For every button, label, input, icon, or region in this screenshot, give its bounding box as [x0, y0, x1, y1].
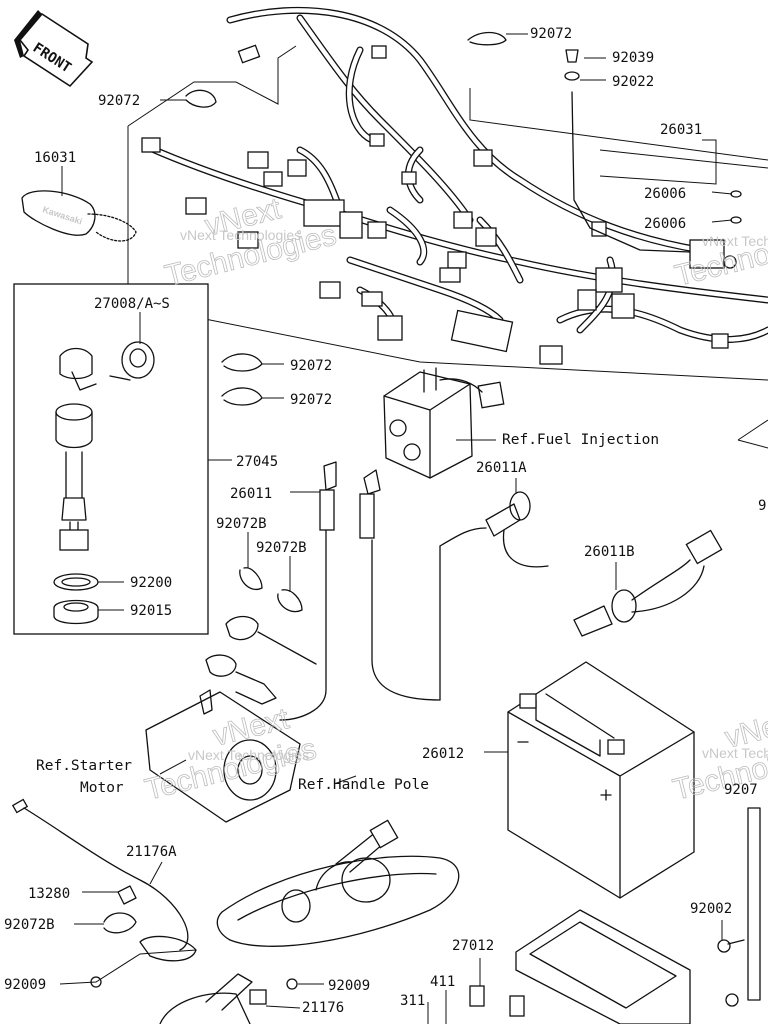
label-92072-left: 92072	[98, 93, 140, 109]
svg-text:vNext Technologies: vNext Technologies	[702, 745, 768, 761]
label-ref-starter: Ref.Starter	[36, 758, 132, 774]
label-26012: 26012	[422, 746, 464, 762]
key-float-icon: Kawasaki	[21, 190, 137, 242]
label-13280: 13280	[28, 886, 70, 902]
label-27045: 27045	[236, 454, 278, 470]
leader-lines	[59, 33, 733, 1024]
stop-switch-icon	[159, 973, 298, 1024]
label-27008: 27008/A~S	[94, 296, 170, 312]
label-21176: 21176	[302, 1000, 344, 1016]
label-92072-mid-a: 92072	[290, 358, 332, 374]
label-cut-9: 9	[758, 498, 766, 514]
label-92072-top: 92072	[530, 26, 572, 42]
svg-text:vNext Technologies: vNext Technologies	[702, 233, 768, 249]
battery-case-icon	[469, 909, 691, 1024]
label-ref-handle-pole: Ref.Handle Pole	[298, 777, 429, 793]
label-26011B: 26011B	[584, 544, 635, 560]
starter-motor-icon	[145, 615, 317, 823]
label-92072B-a: 92072B	[216, 516, 267, 532]
label-92072-mid-b: 92072	[290, 392, 332, 408]
label-16031: 16031	[34, 150, 76, 166]
front-arrow-icon: FRONT	[14, 10, 94, 88]
label-92072B-c: 92072B	[4, 917, 55, 933]
part-labels: 92072 92039 92022 92072 26031 16031 2600…	[4, 26, 766, 1016]
label-92015: 92015	[130, 603, 172, 619]
label-26011: 26011	[230, 486, 272, 502]
label-27012: 27012	[452, 938, 494, 954]
svg-text:vNext Technologies: vNext Technologies	[188, 747, 309, 763]
label-21176A: 21176A	[126, 844, 177, 860]
label-411: 411	[430, 974, 455, 990]
label-311: 311	[400, 993, 425, 1009]
label-92002: 92002	[690, 901, 732, 917]
handle-pole-icon	[216, 819, 460, 947]
label-26006-a: 26006	[644, 186, 686, 202]
battery-strap	[717, 807, 761, 1007]
starter-relay-icon	[383, 367, 505, 479]
label-ref-starter-motor: Motor	[80, 780, 124, 796]
harness-connectors	[141, 44, 737, 365]
label-26011A: 26011A	[476, 460, 527, 476]
svg-text:vNext Technologies: vNext Technologies	[180, 227, 301, 243]
label-26031: 26031	[660, 122, 702, 138]
label-92039: 92039	[612, 50, 654, 66]
label-92009-b: 92009	[328, 978, 370, 994]
battery-icon	[507, 661, 695, 899]
label-92072B-b: 92072B	[256, 540, 307, 556]
label-26006-b: 26006	[644, 216, 686, 232]
battery-cables	[279, 461, 723, 721]
ignition-switch-group	[13, 283, 209, 635]
svg-text:Kawasaki: Kawasaki	[41, 204, 83, 226]
label-92022: 92022	[612, 74, 654, 90]
label-92009-a: 92009	[4, 977, 46, 993]
label-ref-fuel-injection: Ref.Fuel Injection	[502, 432, 659, 448]
label-92200: 92200	[130, 575, 172, 591]
label-cut-9207: 9207	[724, 782, 758, 798]
